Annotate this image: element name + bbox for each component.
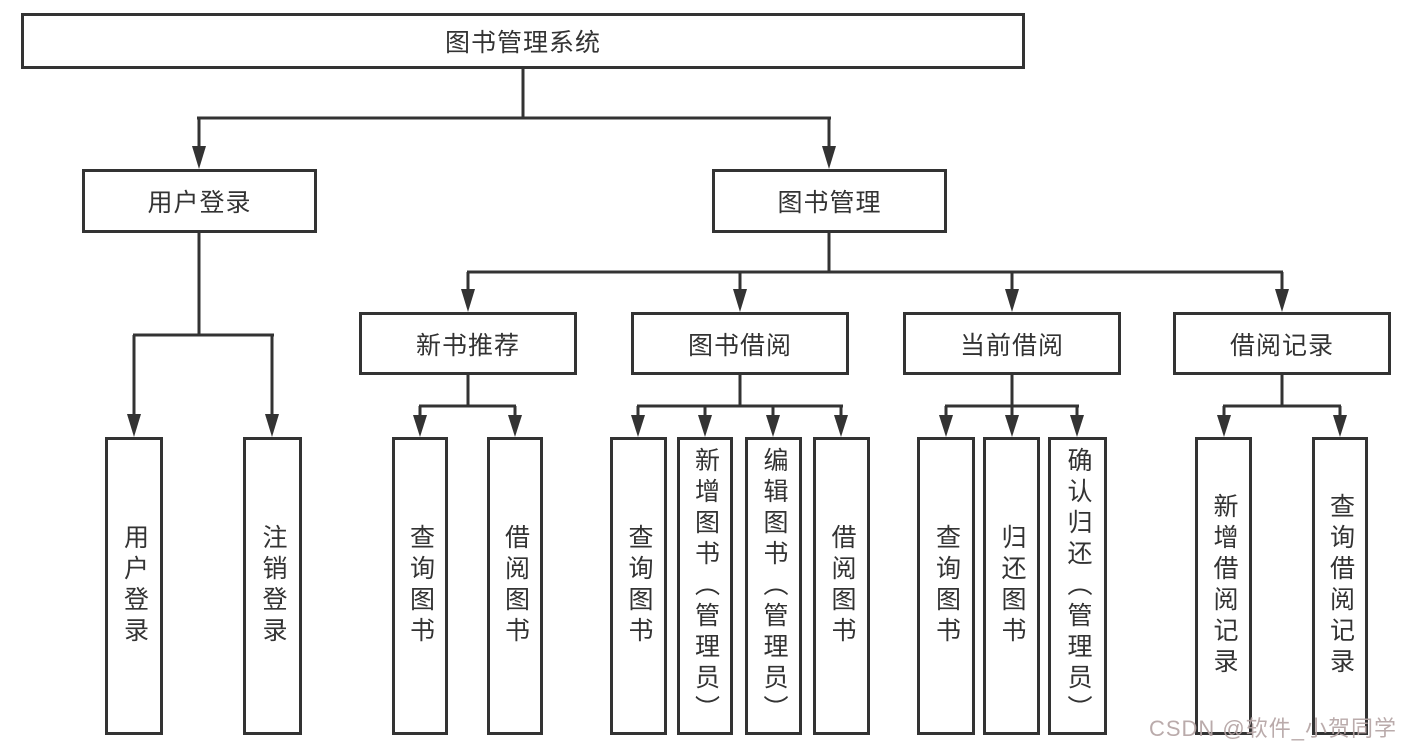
arrow-down-icon bbox=[413, 415, 427, 437]
leaf-query-books-borrow: 查询图书 bbox=[610, 437, 667, 735]
leaf-borrow-books: 借阅图书 bbox=[813, 437, 870, 735]
arrow-down-icon bbox=[766, 415, 780, 437]
leaf-query-borrow-record: 查询借阅记录 bbox=[1312, 437, 1368, 735]
leaf-label: 新增图书（管理员） bbox=[691, 446, 720, 726]
leaf-label: 查询图书 bbox=[932, 524, 961, 648]
node-book-borrowing: 图书借阅 bbox=[631, 312, 849, 375]
connector-new-book-branch bbox=[413, 375, 522, 437]
connector-book-borrow-branch bbox=[631, 375, 848, 437]
leaf-label: 注销登录 bbox=[259, 524, 287, 648]
arrow-down-icon bbox=[1070, 415, 1084, 437]
connector-user-login-branch bbox=[127, 233, 279, 437]
connector-root-to-level1 bbox=[192, 69, 836, 169]
leaf-label: 查询借阅记录 bbox=[1326, 493, 1355, 679]
leaf-user-login: 用户登录 bbox=[105, 437, 163, 735]
node-root-system: 图书管理系统 bbox=[21, 13, 1025, 69]
leaf-confirm-return-admin: 确认归还（管理员） bbox=[1048, 437, 1107, 735]
node-label: 用户登录 bbox=[147, 189, 252, 217]
arrow-down-icon bbox=[834, 415, 848, 437]
arrow-down-icon bbox=[461, 289, 475, 312]
leaf-label: 归还图书 bbox=[998, 524, 1026, 648]
node-label: 当前借阅 bbox=[959, 331, 1064, 360]
leaf-label: 借阅图书 bbox=[828, 524, 856, 648]
connector-borrow-records-branch bbox=[1217, 375, 1347, 437]
node-label: 图书管理 bbox=[777, 189, 882, 217]
arrow-down-icon bbox=[939, 415, 953, 437]
arrow-down-icon bbox=[631, 415, 645, 437]
leaf-add-books-admin: 新增图书（管理员） bbox=[677, 437, 733, 735]
connector-book-mgmt-branch bbox=[461, 233, 1289, 312]
arrow-down-icon bbox=[1333, 415, 1347, 437]
arrow-down-icon bbox=[698, 415, 712, 437]
leaf-borrow-books-recommend: 借阅图书 bbox=[487, 437, 543, 735]
arrow-down-icon bbox=[1217, 415, 1231, 437]
node-label: 图书借阅 bbox=[687, 331, 792, 360]
arrow-down-icon bbox=[265, 414, 279, 437]
node-label: 图书管理系统 bbox=[444, 29, 601, 57]
leaf-logout: 注销登录 bbox=[243, 437, 302, 735]
arrow-down-icon bbox=[1005, 415, 1019, 437]
node-user-login: 用户登录 bbox=[82, 169, 317, 233]
arrow-down-icon bbox=[1005, 289, 1019, 312]
arrow-down-icon bbox=[127, 414, 141, 437]
node-label: 新书推荐 bbox=[415, 331, 520, 360]
leaf-query-books-recommend: 查询图书 bbox=[392, 437, 448, 735]
leaf-add-borrow-record: 新增借阅记录 bbox=[1195, 437, 1252, 735]
node-borrowing-records: 借阅记录 bbox=[1173, 312, 1391, 375]
node-current-borrowing: 当前借阅 bbox=[903, 312, 1121, 375]
leaf-label: 新增借阅记录 bbox=[1210, 493, 1238, 679]
arrow-down-icon bbox=[733, 289, 747, 312]
node-new-book-recommend: 新书推荐 bbox=[359, 312, 577, 375]
leaf-label: 查询图书 bbox=[625, 524, 653, 648]
node-label: 借阅记录 bbox=[1229, 331, 1334, 360]
arrow-down-icon bbox=[1275, 289, 1289, 312]
arrow-down-icon bbox=[192, 146, 206, 169]
leaf-label: 编辑图书（管理员） bbox=[760, 446, 788, 726]
connector-current-borrow-branch bbox=[939, 375, 1084, 437]
leaf-edit-books-admin: 编辑图书（管理员） bbox=[745, 437, 802, 735]
arrow-down-icon bbox=[822, 146, 836, 169]
arrow-down-icon bbox=[508, 415, 522, 437]
node-book-management: 图书管理 bbox=[712, 169, 947, 233]
leaf-label: 借阅图书 bbox=[501, 524, 530, 648]
leaf-label: 用户登录 bbox=[120, 524, 149, 648]
leaf-return-books: 归还图书 bbox=[983, 437, 1040, 735]
leaf-label: 查询图书 bbox=[406, 524, 435, 648]
leaf-label: 确认归还（管理员） bbox=[1064, 446, 1092, 726]
leaf-query-books-current: 查询图书 bbox=[917, 437, 975, 735]
